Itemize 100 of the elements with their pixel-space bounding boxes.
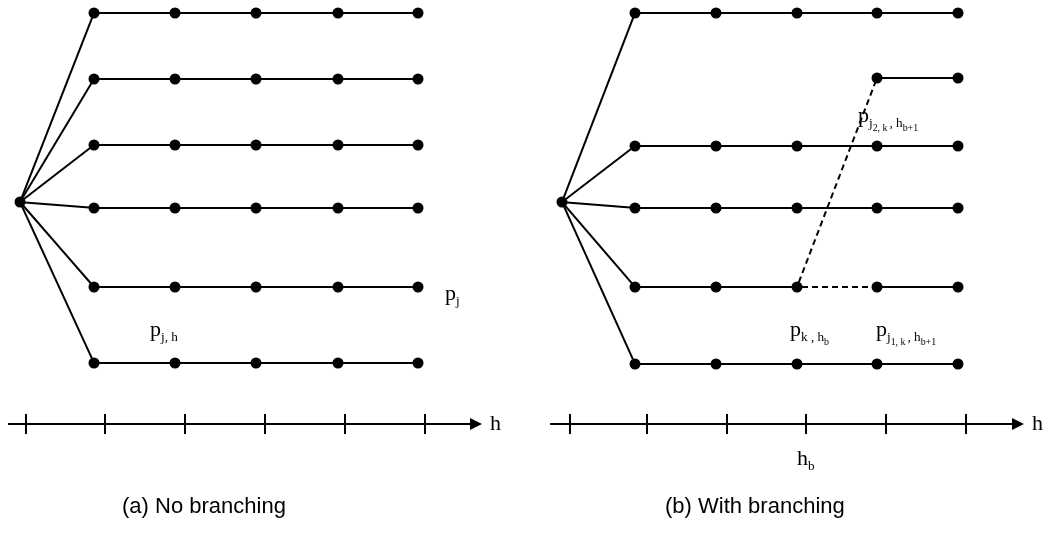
- connector-line: [22, 147, 92, 200]
- point-dot: [332, 357, 344, 369]
- connector-line: [260, 78, 334, 80]
- connector-line: [98, 144, 171, 146]
- point-dot: [629, 7, 641, 19]
- point-dot: [629, 358, 641, 370]
- connector-line: [21, 82, 93, 199]
- point-dot: [412, 357, 424, 369]
- connector-line: [639, 207, 712, 209]
- connector-line: [720, 207, 793, 209]
- point-dot: [169, 281, 181, 293]
- connector-line: [260, 207, 334, 209]
- connector-line: [639, 286, 712, 288]
- point-label: p$_{j}$: [445, 282, 460, 308]
- connector-line: [24, 201, 90, 209]
- point-dot: [952, 72, 964, 84]
- connector-line: [562, 16, 635, 199]
- point-dot: [952, 140, 964, 152]
- point-dot: [169, 73, 181, 85]
- connector-line: [342, 362, 414, 364]
- point-dot: [250, 7, 262, 19]
- point-dot: [88, 281, 100, 293]
- point-dot: [952, 7, 964, 19]
- connector-line: [98, 286, 171, 288]
- point-dot: [710, 358, 722, 370]
- point-dot: [169, 7, 181, 19]
- point-dot: [88, 202, 100, 214]
- point-dot: [710, 202, 722, 214]
- connector-line: [179, 286, 252, 288]
- point-dot: [169, 357, 181, 369]
- point-dot: [952, 202, 964, 214]
- connector-line: [564, 204, 633, 285]
- point-dot: [871, 140, 883, 152]
- point-dot: [332, 139, 344, 151]
- connector-line: [20, 16, 94, 199]
- connector-line: [881, 207, 954, 209]
- point-dot: [412, 73, 424, 85]
- connector-line: [98, 78, 171, 80]
- point-dot: [412, 202, 424, 214]
- point-dot: [871, 358, 883, 370]
- connector-line: [639, 363, 712, 365]
- connector-line: [260, 12, 334, 14]
- connector-line: [881, 145, 954, 147]
- point-dot: [871, 281, 883, 293]
- point-dot: [710, 281, 722, 293]
- connector-line: [720, 145, 793, 147]
- connector-line: [179, 12, 252, 14]
- point-dot: [169, 202, 181, 214]
- point-dot: [710, 140, 722, 152]
- connector-line: [881, 77, 954, 79]
- point-dot: [952, 358, 964, 370]
- point-dot: [629, 281, 641, 293]
- connector-line: [342, 78, 414, 80]
- point-dot: [871, 7, 883, 19]
- connector-line: [563, 205, 634, 361]
- connector-line: [179, 144, 252, 146]
- connector-line: [98, 207, 171, 209]
- point-dot: [250, 73, 262, 85]
- point-dot: [332, 73, 344, 85]
- connector-line: [801, 12, 873, 14]
- connector-line: [260, 286, 334, 288]
- point-dot: [332, 7, 344, 19]
- connector-line: [179, 78, 252, 80]
- connector-line: [801, 363, 873, 365]
- connector-line: [566, 201, 631, 209]
- axis-label: h: [1032, 412, 1043, 434]
- connector-line: [179, 207, 252, 209]
- point-label: p$_{j, h}$: [150, 318, 178, 344]
- point-dot: [791, 7, 803, 19]
- point-dot: [412, 7, 424, 19]
- point-dot: [250, 281, 262, 293]
- connector-line: [22, 204, 92, 285]
- caption-text: (b) With branching: [665, 495, 845, 517]
- connector-line: [260, 362, 334, 364]
- point-dot: [791, 140, 803, 152]
- point-dot: [14, 196, 26, 208]
- tick-label: h$_{b}$: [797, 447, 815, 473]
- connector-line: [98, 362, 171, 364]
- connector-line: [639, 145, 712, 147]
- point-dot: [791, 358, 803, 370]
- point-dot: [250, 357, 262, 369]
- point-dot: [169, 139, 181, 151]
- point-dot: [791, 281, 803, 293]
- connector-line: [342, 12, 414, 14]
- connector-line: [881, 363, 954, 365]
- connector-line: [801, 145, 873, 147]
- point-dot: [88, 357, 100, 369]
- point-dot: [412, 281, 424, 293]
- dashed-line: [797, 81, 877, 284]
- connector-line: [881, 286, 954, 288]
- connector-line: [342, 286, 414, 288]
- connector-line: [342, 207, 414, 209]
- point-dot: [88, 7, 100, 19]
- point-dot: [556, 196, 568, 208]
- point-dot: [412, 139, 424, 151]
- connector-line: [260, 144, 334, 146]
- point-dot: [332, 202, 344, 214]
- axis-label: h: [490, 412, 501, 434]
- point-dot: [332, 281, 344, 293]
- connector-line: [720, 12, 793, 14]
